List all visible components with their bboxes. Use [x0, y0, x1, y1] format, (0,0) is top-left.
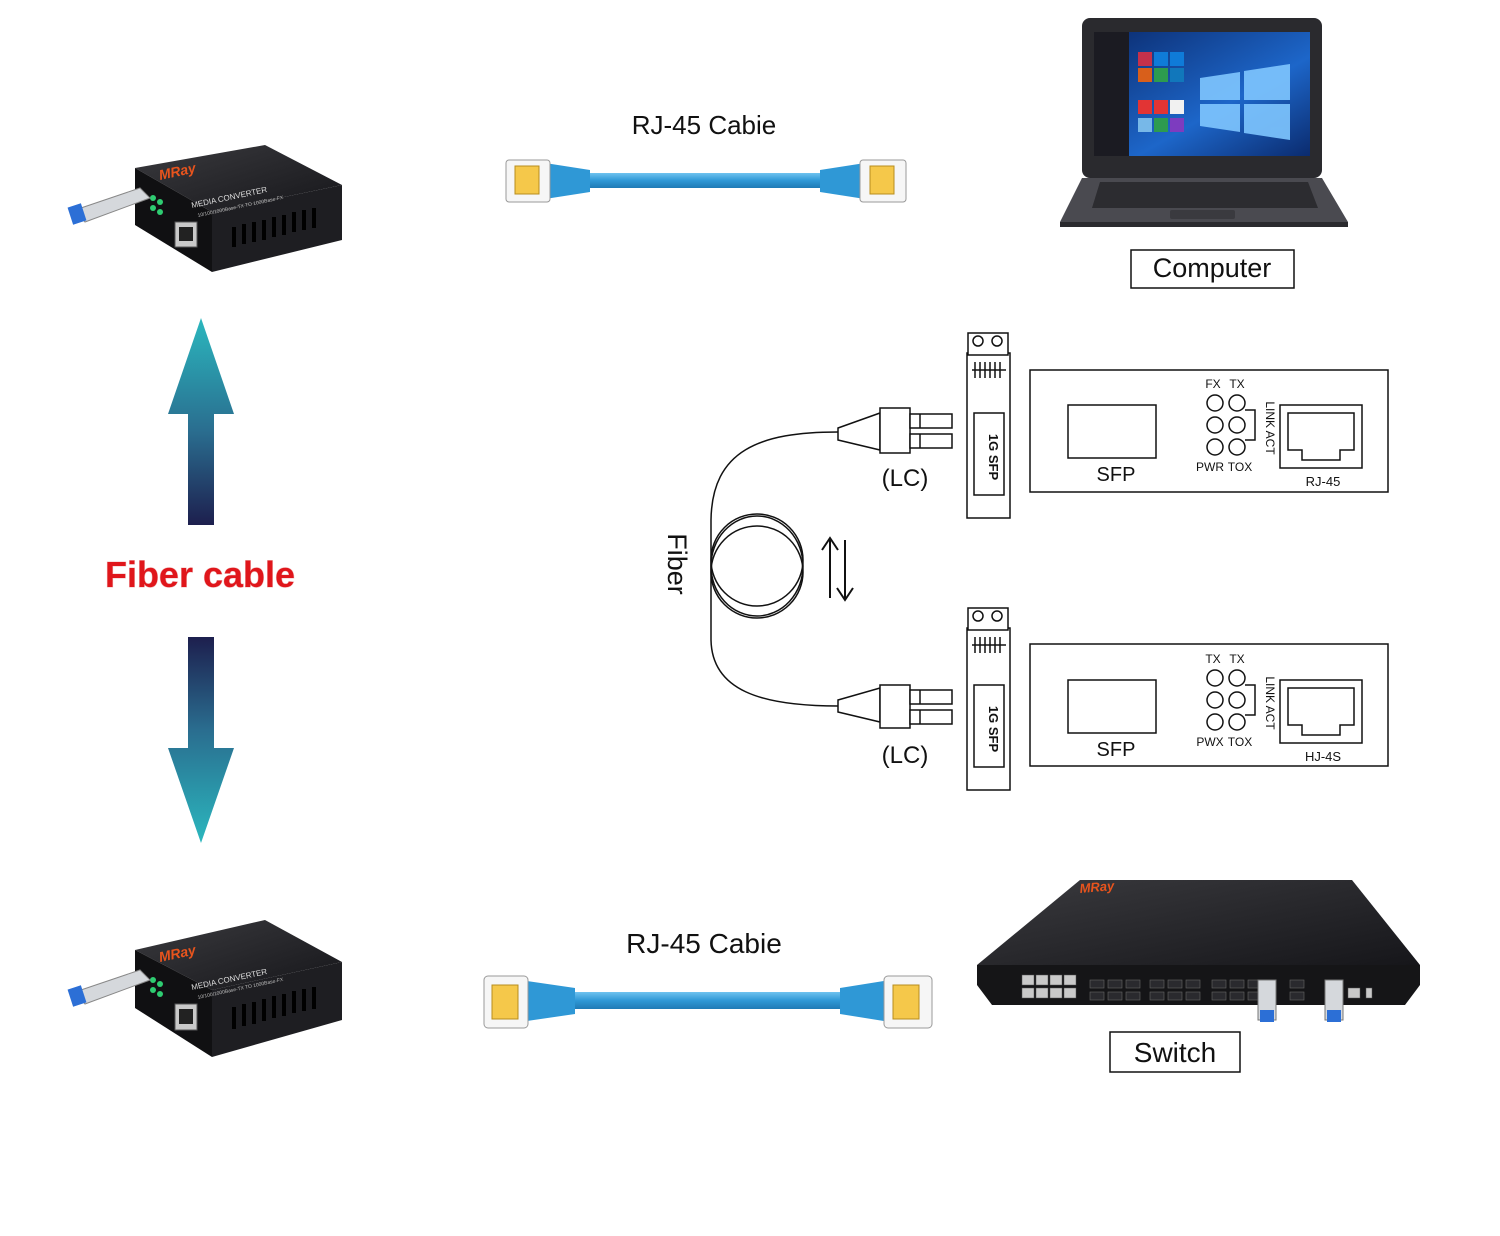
cable-top-label: RJ-45 Cabie: [632, 110, 777, 140]
sfp-module-label-bottom: 1G SFP: [986, 706, 1001, 753]
sfp-module-label-top: 1G SFP: [986, 434, 1001, 481]
fiber-coil: [710, 431, 839, 707]
panel-bottom-led-pwx: PWX: [1196, 735, 1223, 749]
rj45-cable-bottom: [483, 975, 933, 1029]
cable-bottom-label: RJ-45 Cabie: [626, 928, 782, 959]
panel-top-led-pwr: PWR: [1196, 460, 1224, 474]
brand-logo: MRay: [157, 159, 198, 183]
sfp-module-bottom: [966, 607, 1011, 791]
panel-bottom-side-text: LINK ACT: [1263, 676, 1277, 730]
laptop-icon: [1060, 18, 1348, 227]
sfp-module-top: [966, 332, 1011, 519]
media-converter-top: MRay MEDIA CONVERTER 10/100/1000Base-TX …: [67, 145, 342, 272]
switch-brand-logo: MRay: [1079, 878, 1116, 896]
switch-ports-icon: [1021, 974, 1077, 999]
converter-panel-top: [1029, 369, 1389, 493]
rj45-cable-top: [505, 159, 907, 203]
panel-bottom-led-tx1: TX: [1205, 652, 1220, 666]
lc-connector-bottom: [837, 684, 953, 729]
vent-slots-icon: [232, 208, 316, 247]
switch-label: Switch: [1134, 1037, 1216, 1068]
lc-label-bottom: (LC): [882, 742, 929, 769]
vent-slots-icon: [232, 987, 316, 1029]
network-switch-icon: MRay: [977, 878, 1420, 1022]
computer-label-box: [1130, 249, 1295, 289]
panel-top-side-text: LINK ACT: [1263, 401, 1277, 455]
panel-top-led-tox: TOX: [1228, 460, 1252, 474]
up-down-arrows-icon: [821, 536, 854, 602]
switch-sfp-module-icon: [1257, 979, 1344, 1022]
arrow-down-icon: [168, 637, 234, 843]
computer-label: Computer: [1153, 253, 1272, 283]
lc-label-top: (LC): [882, 465, 929, 492]
panel-bottom-led-tx2: TX: [1229, 652, 1244, 666]
media-converter-bottom: MRay MEDIA CONVERTER 10/100/1000Base-TX …: [67, 920, 342, 1057]
fiber-label: Fiber: [662, 533, 692, 595]
brand-logo: MRay: [157, 941, 198, 965]
lc-connector-top: [837, 407, 953, 454]
panel-bottom-rj45-label: HJ-4S: [1305, 749, 1341, 764]
panel-top-led-tx: TX: [1229, 377, 1244, 391]
panel-bottom-sfp-label: SFP: [1097, 739, 1136, 761]
fiber-cable-label: Fiber cable: [105, 554, 295, 595]
panel-top-rj45-label: RJ-45: [1306, 474, 1341, 489]
panel-top-led-fx: FX: [1205, 377, 1220, 391]
panel-top-sfp-label: SFP: [1097, 464, 1136, 486]
switch-label-box: [1109, 1031, 1241, 1073]
panel-bottom-led-tox: TOX: [1228, 735, 1252, 749]
converter-panel-bottom: [1029, 643, 1389, 767]
arrow-up-icon: [168, 318, 234, 525]
